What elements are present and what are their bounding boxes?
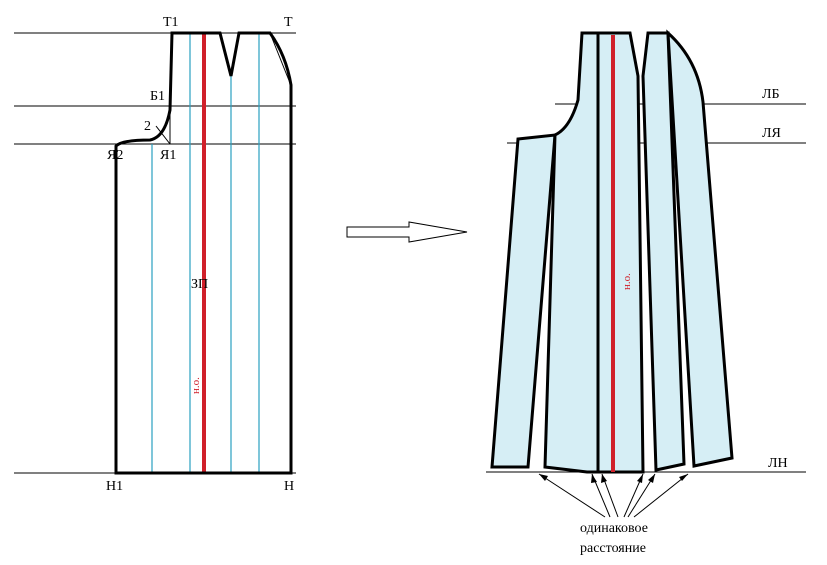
transform-arrow bbox=[346, 221, 468, 243]
armhole-bisector-line bbox=[155, 125, 171, 145]
label-hem-line: ЛН bbox=[768, 456, 788, 471]
dart-construction-line bbox=[269, 32, 293, 89]
panel-1 bbox=[490, 133, 557, 469]
label-hip-line: ЛБ bbox=[762, 87, 780, 102]
arrowhead-2 bbox=[591, 474, 597, 483]
label-Ya2: Я2 bbox=[107, 148, 123, 163]
spread-pattern: ЛБ ЛЯ ЛН н.о. одинаковое расстояние bbox=[486, 29, 806, 556]
arrowhead-3 bbox=[601, 474, 607, 483]
arrowhead-5 bbox=[648, 474, 655, 483]
panel-2 bbox=[543, 31, 600, 474]
equal-distance-note-line2: расстояние bbox=[580, 541, 646, 556]
label-H1: Н1 bbox=[106, 479, 123, 494]
arrowhead-6 bbox=[679, 474, 688, 481]
label-T1: Т1 bbox=[163, 15, 179, 30]
arrowhead-4 bbox=[637, 474, 643, 483]
distance-arrowheads bbox=[539, 474, 688, 483]
arrowhead-1 bbox=[539, 474, 548, 481]
grain-label-right: н.о. bbox=[621, 273, 633, 290]
label-H: Н bbox=[284, 479, 294, 494]
panel-4 bbox=[641, 31, 686, 472]
label-B1: Б1 bbox=[150, 89, 165, 104]
arrow-shape bbox=[346, 221, 468, 243]
original-pattern: Т1 Т Б1 2 Я2 Я1 Н1 Н ЗП н.о. bbox=[14, 15, 296, 494]
equal-distance-note-line1: одинаковое bbox=[580, 521, 648, 536]
label-T: Т bbox=[284, 15, 293, 30]
seam-label: ЗП bbox=[191, 277, 208, 292]
panel-5 bbox=[666, 29, 734, 468]
grain-label-left: н.о. bbox=[190, 377, 202, 394]
label-Ya1: Я1 bbox=[160, 148, 176, 163]
label-2: 2 bbox=[144, 119, 151, 134]
panel-3 bbox=[596, 31, 645, 474]
distance-arrow-1 bbox=[538, 473, 606, 518]
distance-arrow-6 bbox=[633, 473, 689, 518]
distance-arrows bbox=[538, 473, 689, 518]
pattern-outline bbox=[114, 31, 293, 475]
label-chest-line: ЛЯ bbox=[762, 126, 781, 141]
